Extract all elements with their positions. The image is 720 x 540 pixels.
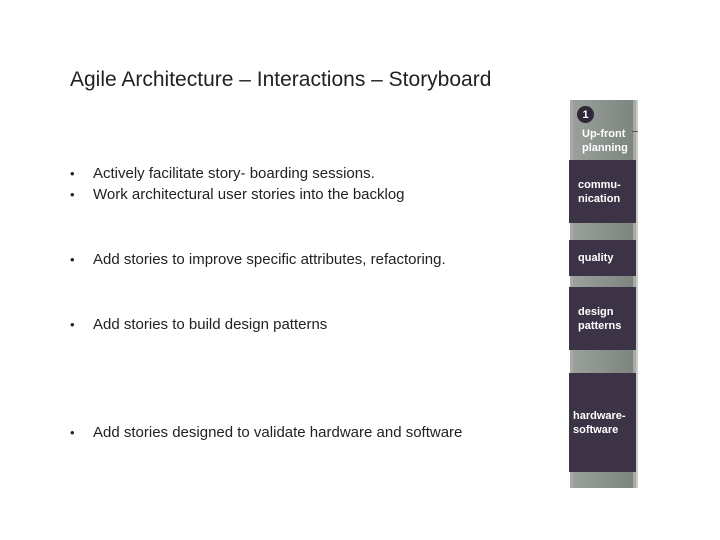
upfront-planning-label: Up-front planning [582, 127, 628, 155]
bullet-marker: • [70, 187, 75, 202]
bullet-text: Add stories to build design patterns [93, 316, 328, 333]
hardware-software-box: hardware- software [569, 373, 636, 472]
bullet-item: • Add stories to build design patterns [70, 314, 327, 335]
bullet-item: • Actively facilitate story- boarding se… [70, 163, 405, 184]
upfront-line-2: planning [582, 142, 628, 154]
header-tick-mark [632, 131, 638, 132]
bullet-text: Work architectural user stories into the… [93, 186, 405, 203]
design-line-2: patterns [578, 319, 622, 332]
bullet-text: Actively facilitate story- boarding sess… [93, 165, 375, 182]
bullet-marker: • [70, 252, 75, 267]
bullet-item: • Add stories to improve specific attrib… [70, 249, 446, 270]
upfront-line-1: Up-front [582, 128, 626, 140]
bullet-text: Add stories to improve specific attribut… [93, 251, 446, 268]
quality-box: quality [569, 240, 636, 276]
design-line-1: design [578, 305, 614, 318]
bullet-text: Add stories designed to validate hardwar… [93, 424, 463, 441]
quality-label: quality [578, 252, 614, 264]
slide-title: Agile Architecture – Interactions – Stor… [70, 68, 492, 91]
bullet-marker: • [70, 317, 75, 332]
bullet-marker: • [70, 166, 75, 181]
communication-box: commu- nication [569, 160, 636, 223]
bullet-group-hardware-software: • Add stories designed to validate hardw… [70, 422, 462, 443]
bullet-item: • Add stories designed to validate hardw… [70, 422, 462, 443]
bullet-group-design-patterns: • Add stories to build design patterns [70, 314, 327, 335]
bullet-item: • Work architectural user stories into t… [70, 184, 405, 205]
planning-strip-edge [636, 100, 638, 488]
communication-line-1: commu- [578, 178, 621, 191]
bullet-group-quality: • Add stories to improve specific attrib… [70, 249, 446, 270]
hardware-line-1: hardware- [573, 409, 626, 422]
bullet-marker: • [70, 425, 75, 440]
design-patterns-box: design patterns [569, 287, 636, 350]
hardware-line-2: software [573, 423, 619, 436]
communication-line-2: nication [578, 192, 621, 205]
bullet-group-storyboarding: • Actively facilitate story- boarding se… [70, 163, 405, 205]
step-number-badge: 1 [577, 106, 594, 123]
